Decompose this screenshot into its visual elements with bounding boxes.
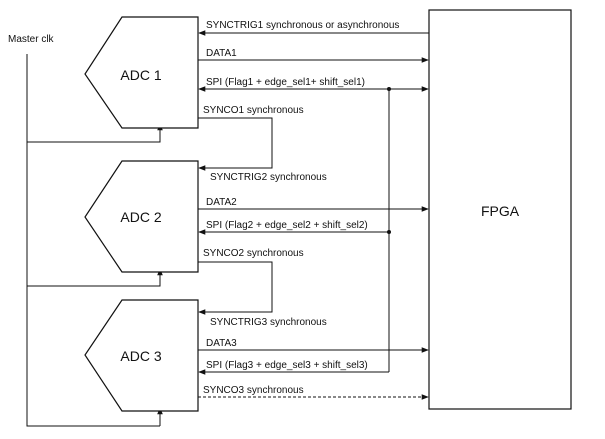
synco1-line <box>198 117 273 171</box>
synctrig1-label: SYNCTRIG1 synchronous or asynchronous <box>206 20 399 31</box>
synco1-label: SYNCO1 synchronous <box>203 105 304 116</box>
adc3-label: ADC 3 <box>120 348 161 364</box>
data3-label: DATA3 <box>206 338 237 349</box>
master-clk-label: Master clk <box>8 34 55 45</box>
adc2-block <box>84 160 199 273</box>
spi1-label: SPI (Flag1 + edge_sel1+ shift_sel1) <box>206 77 365 88</box>
synco2-label: SYNCO2 synchronous <box>203 248 304 259</box>
synco3-label: SYNCO3 synchronous <box>203 385 304 396</box>
adc2-label: ADC 2 <box>120 209 161 225</box>
fpga-label: FPGA <box>481 203 520 219</box>
data2-label: DATA2 <box>206 197 237 208</box>
adc1-label: ADC 1 <box>120 67 161 83</box>
clk-line-adc1 <box>27 123 163 143</box>
spi3-label: SPI (Flag3 + edge_sel3 + shift_sel3) <box>206 360 368 371</box>
synco2-line <box>198 261 273 315</box>
fpga-block <box>428 9 572 410</box>
clk-line-adc2 <box>27 268 163 287</box>
adc1-block <box>84 16 199 129</box>
synctrig2-label: SYNCTRIG2 synchronous <box>210 172 327 183</box>
data1-label: DATA1 <box>206 48 237 59</box>
adc3-block <box>84 299 199 412</box>
synctrig3-label: SYNCTRIG3 synchronous <box>210 317 327 328</box>
master-clk-line <box>26 54 160 427</box>
spi2-label: SPI (Flag2 + edge_sel2 + shift_sel2) <box>206 220 368 231</box>
